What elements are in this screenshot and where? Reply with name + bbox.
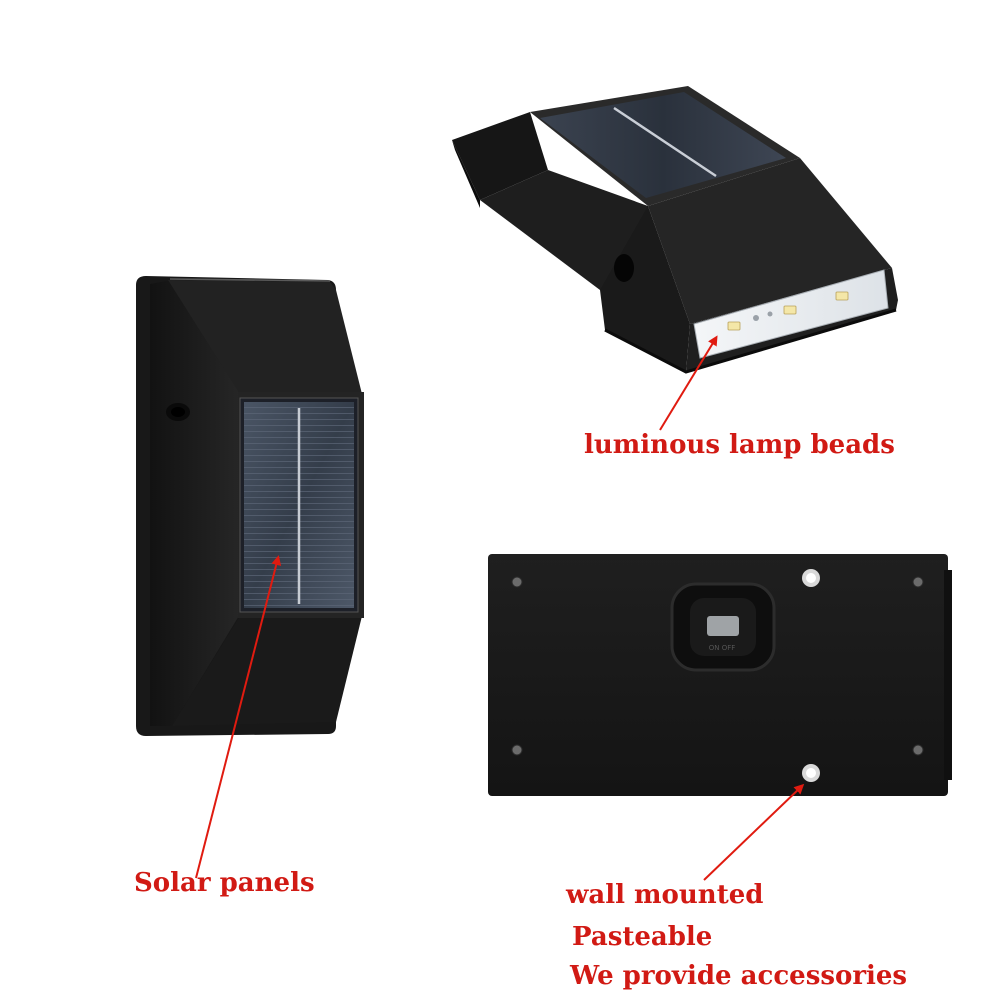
label-accessories: We provide accessories: [570, 961, 908, 991]
arrow-wall-mounted: [703, 783, 805, 881]
label-wall-mounted: wall mounted: [566, 880, 764, 910]
label-lamp-beads: luminous lamp beads: [584, 430, 895, 460]
left-lamp: [136, 276, 364, 736]
top-right-lamp: [452, 86, 898, 374]
svg-text:ON OFF: ON OFF: [709, 644, 736, 652]
callout-arrows: [195, 335, 805, 881]
label-solar-panels: Solar panels: [134, 868, 315, 898]
arrow-lamp-beads: [659, 335, 718, 431]
arrow-solar-panels: [195, 555, 282, 879]
label-pasteable: Pasteable: [572, 922, 713, 952]
back-plate: ON OFF: [488, 554, 952, 796]
